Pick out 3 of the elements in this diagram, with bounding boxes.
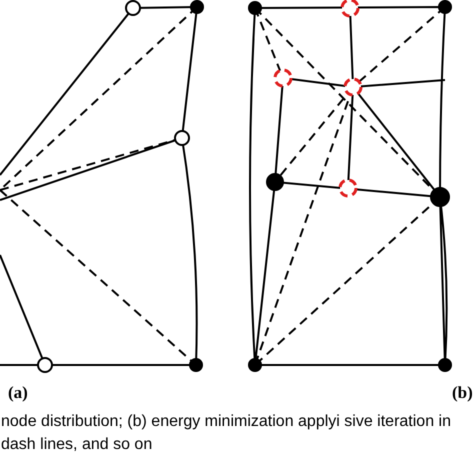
panel-label: (a) [8,383,28,403]
caption: node distribution; (b) energy minimization applyi sive iteration in dash lines, and so on [1,412,452,455]
panel-label: (b) [452,383,473,403]
